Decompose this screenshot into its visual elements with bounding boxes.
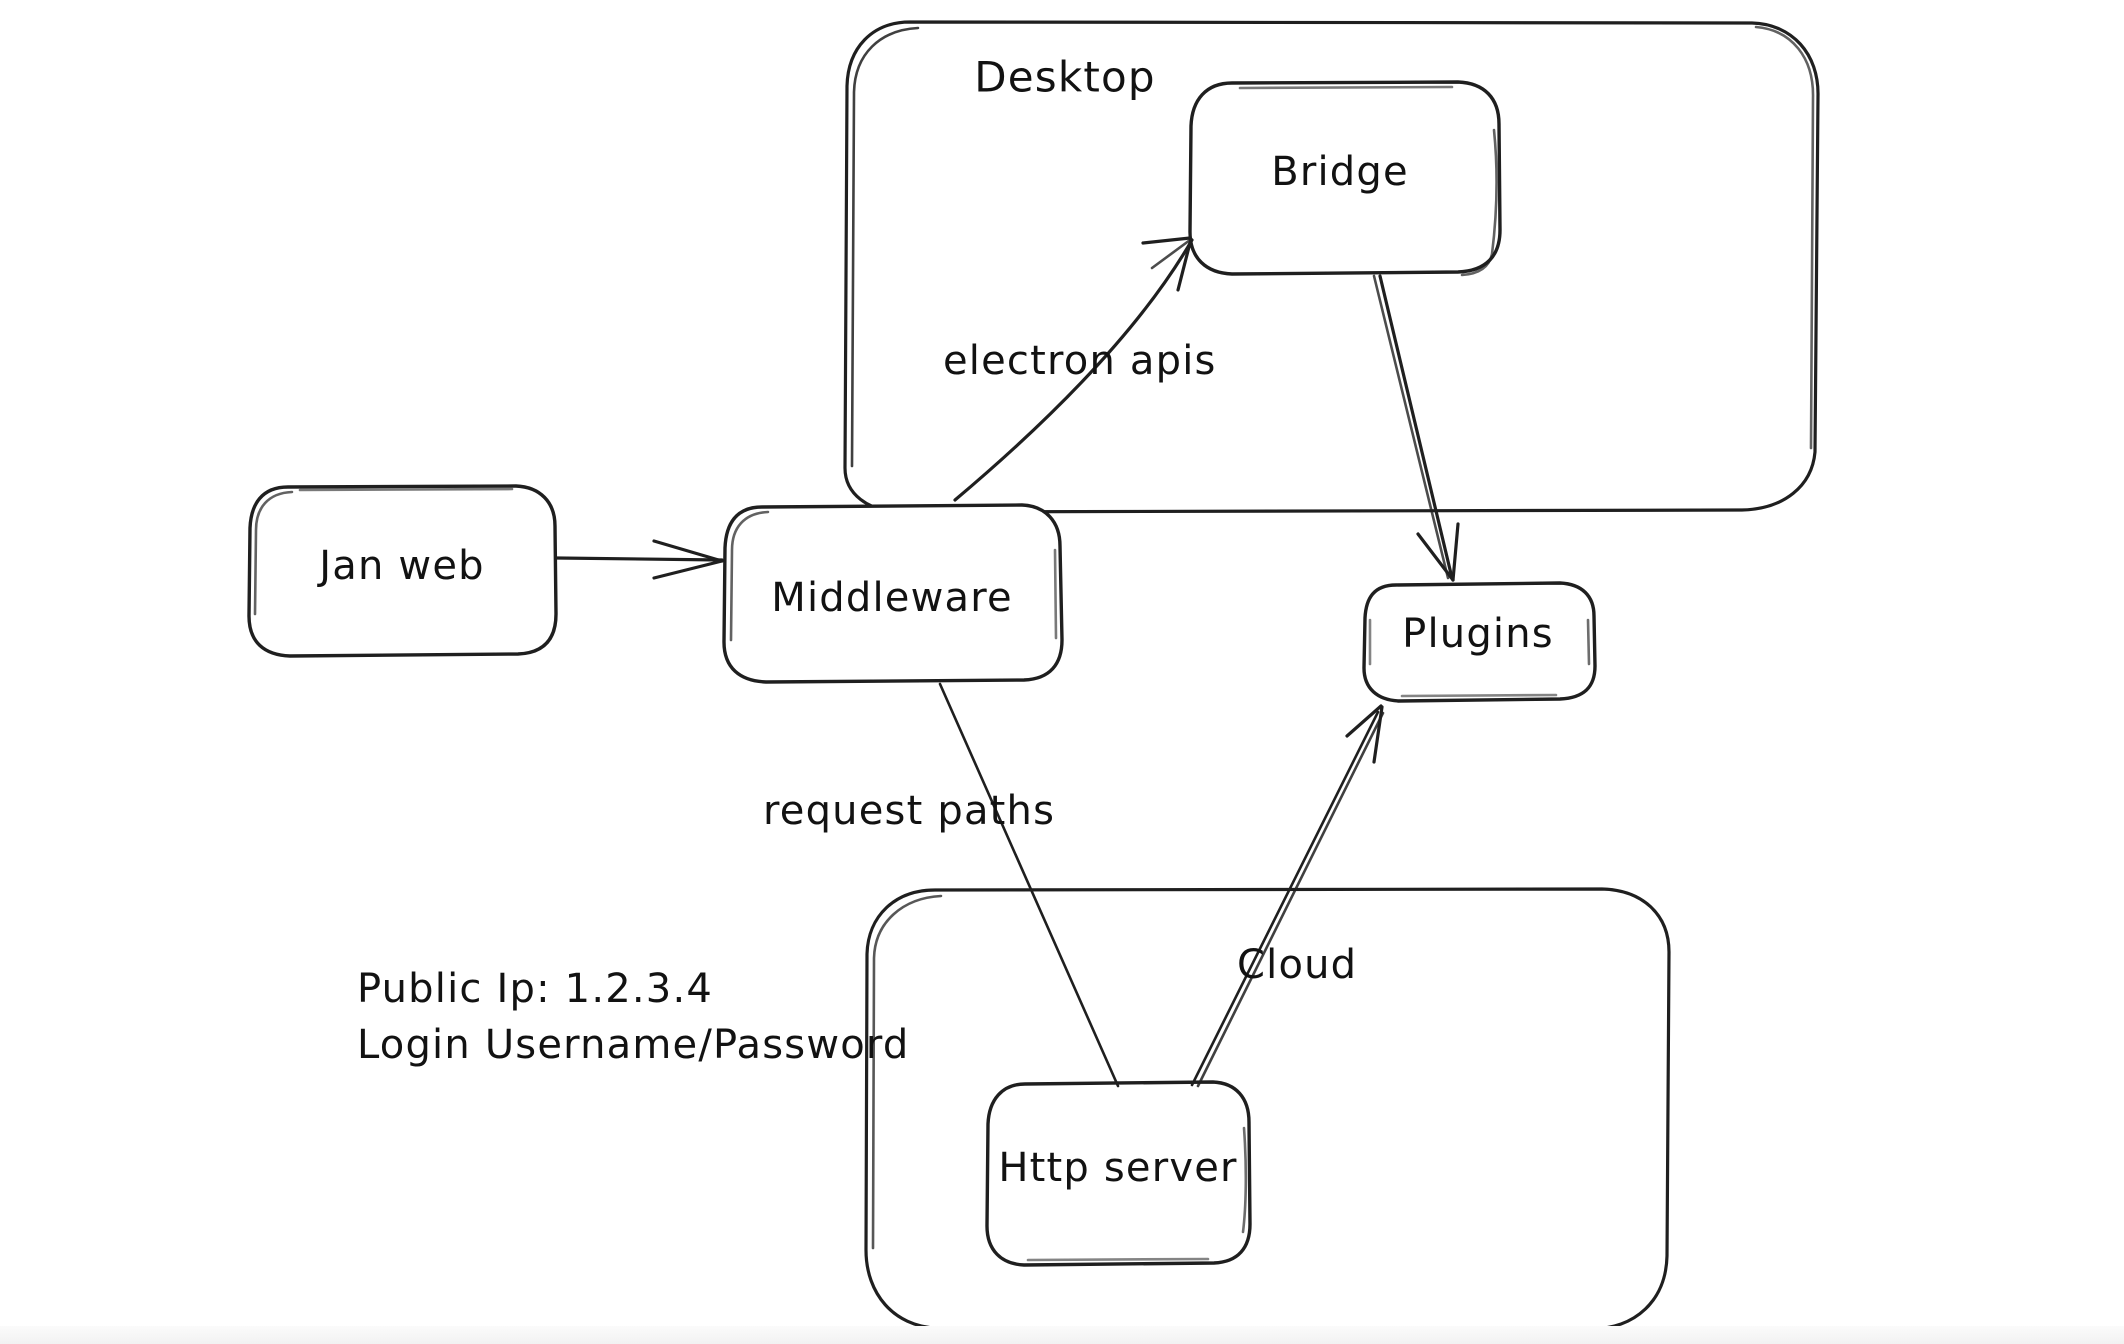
node-http-server[interactable] (985, 1080, 1252, 1267)
node-bridge-label: Bridge (1271, 149, 1409, 195)
node-jan-web[interactable] (247, 484, 558, 658)
edge-middleware-to-http-server[interactable] (938, 682, 1120, 1088)
edge-http-server-to-plugins[interactable] (1190, 704, 1385, 1088)
edge-bridge-to-plugins[interactable] (1372, 274, 1460, 582)
note-public-ip: Public Ip: 1.2.3.4 (357, 966, 713, 1012)
node-plugins-label: Plugins (1402, 611, 1554, 657)
edge-middleware-to-bridge[interactable] (953, 236, 1194, 502)
edge-jan-web-to-middleware[interactable] (555, 539, 724, 580)
edge-label-cloud: Cloud (1237, 942, 1357, 988)
group-desktop-label: Desktop (974, 53, 1156, 102)
node-bridge[interactable] (1188, 80, 1502, 277)
node-http-server-label: Http server (998, 1145, 1237, 1191)
note-login-credentials: Login Username/Password (357, 1022, 909, 1068)
edge-label-electron-apis: electron apis (943, 338, 1217, 384)
bottom-edge-band (0, 1326, 2124, 1344)
node-plugins[interactable] (1362, 581, 1597, 703)
node-jan-web-label: Jan web (316, 543, 485, 589)
node-middleware[interactable] (722, 503, 1064, 684)
group-desktop[interactable] (843, 20, 1820, 514)
edge-label-request-paths: request paths (763, 788, 1055, 834)
node-middleware-label: Middleware (771, 575, 1013, 621)
